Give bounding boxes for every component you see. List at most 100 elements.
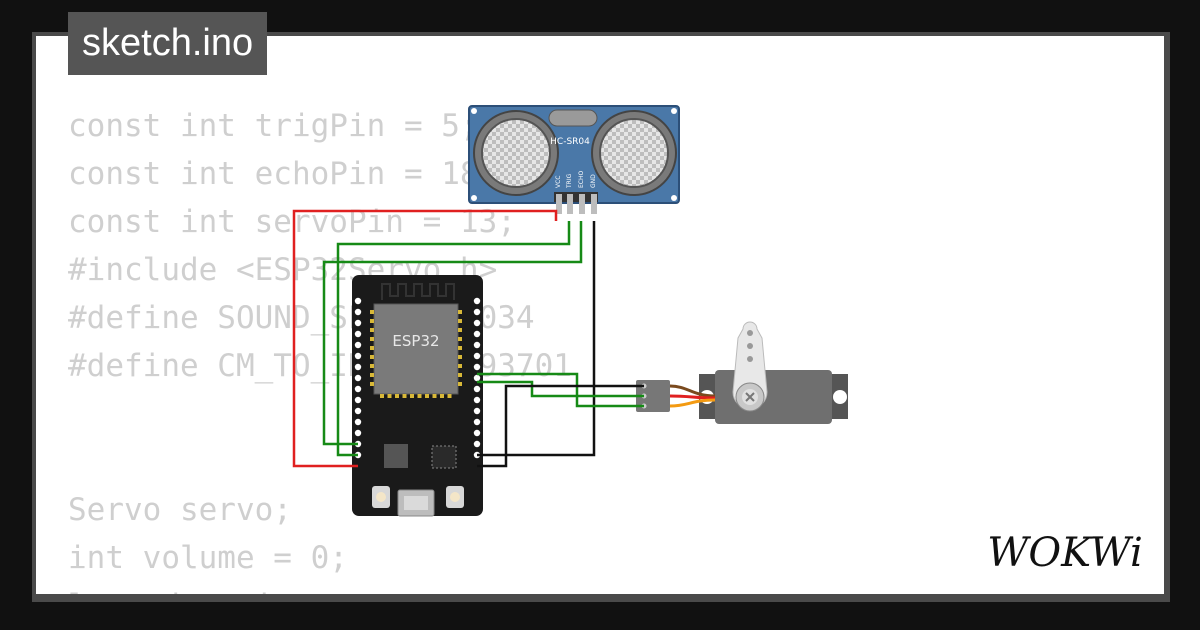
header-pin[interactable] (473, 385, 481, 393)
wire-trig[interactable] (336, 221, 571, 457)
module-pad (370, 355, 374, 359)
module-pad (380, 394, 384, 398)
header-pin[interactable] (354, 407, 362, 415)
header-pin[interactable] (354, 330, 362, 338)
pin-gnd[interactable] (591, 194, 597, 214)
module-pad (370, 346, 374, 350)
header-pin[interactable] (473, 330, 481, 338)
wire-vcc[interactable] (292, 209, 558, 468)
module-pad (370, 337, 374, 341)
header-pin[interactable] (354, 418, 362, 426)
boot-button-cap (376, 492, 386, 502)
header-pin[interactable] (354, 297, 362, 305)
servo-body (715, 370, 832, 424)
code-line: const int echoPin = 18; (68, 156, 498, 192)
header-pin[interactable] (354, 396, 362, 404)
pin-vcc[interactable] (556, 194, 562, 214)
header-pin[interactable] (473, 440, 481, 448)
en-button-cap (450, 492, 460, 502)
wires (292, 209, 644, 468)
wokwi-logo-text: WOKWi (987, 530, 1143, 576)
module-pad (425, 394, 429, 398)
filename-tab[interactable]: sketch.ino (68, 12, 268, 75)
preview-card[interactable]: const int trigPin = 5;const int echoPin … (36, 36, 1164, 594)
left-pin-row (354, 297, 362, 459)
servo-motor[interactable] (636, 321, 848, 424)
module-pad (440, 394, 444, 398)
header-pin[interactable] (473, 308, 481, 316)
code-line: int volume = 0; (68, 540, 348, 576)
wokwi-logo: WOKWi (987, 530, 1143, 576)
horn-hole (747, 343, 753, 349)
module-pad (370, 382, 374, 386)
header-pin[interactable] (354, 429, 362, 437)
mount-hole (471, 195, 477, 201)
sensor-label: HC-SR04 (550, 137, 590, 147)
wire-echo[interactable] (322, 221, 583, 446)
antenna-trace (381, 283, 455, 300)
header-pin[interactable] (473, 396, 481, 404)
ultrasonic-sensor[interactable]: HC-SR04 VCC TRIG ECHO GND (468, 105, 680, 214)
module-pad (458, 364, 462, 368)
pin-label-vcc: VCC (555, 176, 562, 188)
header-pin[interactable] (473, 319, 481, 327)
wire-servo-power[interactable] (477, 380, 644, 398)
header-pin[interactable] (473, 297, 481, 305)
right-pin-row (473, 297, 481, 459)
module-pad (458, 355, 462, 359)
mount-hole (671, 108, 677, 114)
pin-header (554, 192, 598, 202)
transducer-right-mesh (599, 118, 669, 188)
module-pad (458, 328, 462, 332)
header-pin[interactable] (354, 341, 362, 349)
servo-wire-red (669, 394, 716, 400)
crystal (548, 109, 598, 127)
header-pin[interactable] (473, 374, 481, 382)
module-pad (447, 394, 452, 398)
module-pad (402, 394, 407, 398)
module-pad (395, 394, 399, 398)
header-pin[interactable] (473, 363, 481, 371)
header-pin[interactable] (473, 341, 481, 349)
esp32-board[interactable]: ESP32 (352, 275, 483, 517)
pin-echo[interactable] (579, 194, 585, 214)
module-pad (458, 382, 462, 386)
code-line: long duration; (68, 582, 572, 594)
servo-mount-hole (833, 390, 847, 404)
module-pad (370, 328, 374, 332)
header-pin[interactable] (354, 363, 362, 371)
horn-hole (747, 356, 753, 362)
header-pin[interactable] (354, 385, 362, 393)
module-pad (458, 337, 462, 341)
wire-sensor-gnd[interactable] (477, 221, 596, 457)
header-pin[interactable] (473, 429, 481, 437)
wire-servo-gnd[interactable] (477, 384, 644, 468)
header-pin[interactable] (473, 352, 481, 360)
header-pin[interactable] (354, 308, 362, 316)
code-line: Servo servo; (68, 492, 292, 528)
esp32-label: ESP32 (392, 332, 439, 350)
header-pin[interactable] (473, 407, 481, 415)
module-pad (370, 319, 374, 323)
module-pad (458, 310, 462, 314)
pin-trig[interactable] (567, 194, 573, 214)
pin-label-trig: TRIG (566, 173, 573, 189)
header-pin[interactable] (354, 352, 362, 360)
header-pin[interactable] (354, 374, 362, 382)
voltage-regulator (384, 444, 408, 468)
module-pad (387, 394, 392, 398)
module-pad (417, 394, 422, 398)
module-pad (432, 394, 437, 398)
header-pin[interactable] (473, 418, 481, 426)
module-pad (370, 373, 374, 377)
header-pin[interactable] (354, 319, 362, 327)
usb-port-inner (404, 496, 428, 510)
module-pad (458, 346, 462, 350)
mount-hole (471, 108, 477, 114)
mount-hole (671, 195, 677, 201)
servo-wire-brown (669, 384, 716, 398)
usb-uart-chip (431, 445, 457, 469)
wire-servo-signal[interactable] (477, 372, 644, 408)
screw-icon (745, 392, 755, 402)
